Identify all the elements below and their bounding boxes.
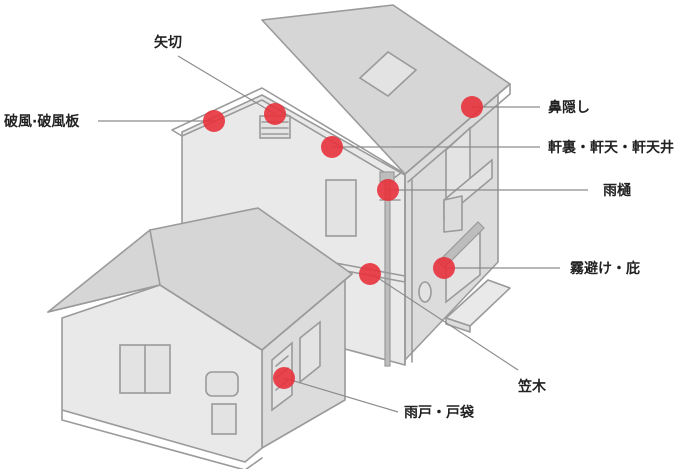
label-kirinoke: 霧避け・庇 bbox=[570, 260, 640, 277]
marker-amado[interactable] bbox=[273, 367, 295, 389]
leader-lines bbox=[98, 55, 588, 413]
markers bbox=[203, 96, 483, 389]
main-upper-window bbox=[325, 179, 357, 237]
label-hanakakushi: 鼻隠し bbox=[548, 99, 590, 116]
marker-amadoi[interactable] bbox=[377, 179, 399, 201]
marker-nokiura[interactable] bbox=[321, 136, 343, 158]
marker-hafu[interactable] bbox=[203, 110, 225, 132]
main-house bbox=[171, 4, 511, 367]
label-amado: 雨戸・戸袋 bbox=[404, 404, 475, 421]
leader-amado bbox=[283, 377, 399, 413]
front-side-window bbox=[299, 320, 321, 384]
marker-yagiri[interactable] bbox=[264, 103, 286, 125]
label-amadoi: 雨樋 bbox=[603, 182, 631, 199]
marker-hanakakushi[interactable] bbox=[461, 96, 483, 118]
leader-yagiri bbox=[177, 55, 276, 115]
front-roof-eave bbox=[47, 273, 353, 351]
label-kasagi: 笠木 bbox=[517, 378, 547, 395]
label-yagiri: 矢切 bbox=[154, 34, 182, 51]
marker-kirinoke[interactable] bbox=[433, 257, 455, 279]
air-conditioner bbox=[205, 371, 239, 397]
foundation-line bbox=[61, 409, 263, 471]
label-nokiura: 軒裏・軒天・軒天井 bbox=[548, 139, 674, 156]
shutter-slat bbox=[275, 355, 289, 367]
label-hafu: 破風·破風板 bbox=[4, 113, 80, 130]
front-house bbox=[47, 207, 353, 471]
front-roof-hip bbox=[149, 229, 161, 286]
side-round-vent bbox=[418, 281, 432, 303]
roof-skylight bbox=[358, 50, 418, 98]
leader-kasagi bbox=[371, 273, 519, 371]
meter-box bbox=[211, 403, 237, 435]
balcony-block bbox=[443, 195, 463, 233]
marker-kasagi[interactable] bbox=[359, 263, 381, 285]
labels: 矢切 破風·破風板 鼻隠し 軒裏・軒天・軒天井 雨樋 霧避け・庇 笠木 雨戸・戸… bbox=[4, 34, 674, 421]
